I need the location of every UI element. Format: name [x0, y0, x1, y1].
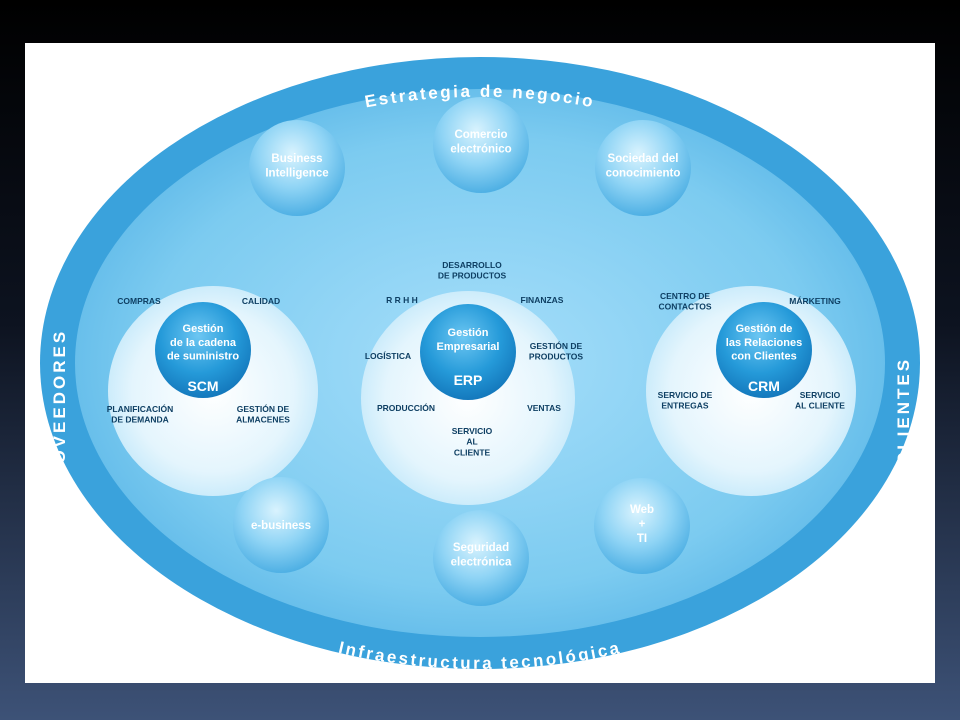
label-comercio-electronico-line: Comercio	[454, 129, 507, 141]
label-scm-almacenes-line: ALMACENES	[236, 415, 290, 425]
slide-canvas: Estrategia de negocio Infraestructura te…	[25, 43, 935, 683]
label-e-business-line: e-business	[251, 520, 311, 532]
label-erp-rrhh: R R H H	[386, 295, 418, 305]
label-business-intelligence-line: Intelligence	[265, 167, 328, 179]
crm-core	[716, 302, 812, 398]
erp-core	[420, 304, 516, 400]
ring-label-right: CLIENTES	[894, 357, 913, 465]
label-web-ti-line: Web	[630, 504, 654, 516]
label-crm-servicio-entregas-line: ENTREGAS	[661, 401, 709, 411]
label-scm-compras-line: COMPRAS	[117, 296, 161, 306]
bubble-sociedad-conocimiento	[595, 120, 691, 216]
label-erp-produccion-line: PRODUCCIÓN	[377, 402, 435, 413]
label-comercio-electronico-line: electrónico	[450, 143, 511, 155]
label-scm-compras: COMPRAS	[117, 296, 161, 306]
label-web-ti: Web + TI	[630, 504, 654, 545]
label-crm-servicio-entregas-line: SERVICIO DE	[658, 390, 713, 400]
bubble-comercio-electronico	[433, 97, 529, 193]
label-erp-logistica-line: LOGÍSTICA	[365, 351, 411, 361]
label-crm-center-line: las Relaciones	[726, 337, 802, 349]
label-erp-servicio-line: SERVICIO	[452, 426, 493, 436]
label-erp-gestion-productos-line: PRODUCTOS	[529, 352, 583, 362]
label-crm-center-line: con Clientes	[731, 351, 796, 363]
label-web-ti-line: +	[639, 518, 646, 530]
label-erp-gestion-productos-line: GESTIÓN DE	[530, 340, 583, 351]
label-erp-servicio-line: AL	[466, 437, 477, 447]
ring-label-left: PROVEEDORES	[50, 329, 69, 493]
label-erp-center-line: Empresarial	[437, 341, 500, 353]
label-crm-center: Gestión de las Relaciones con Clientes	[726, 323, 802, 363]
label-sociedad-conocimiento-line: Sociedad del	[608, 153, 679, 165]
label-scm-center: Gestión de la cadena de suministro	[167, 323, 239, 363]
label-erp-ventas: VENTAS	[527, 403, 561, 413]
label-crm-marketing: MÁRKETING	[789, 296, 841, 306]
label-crm-marketing-line: MÁRKETING	[789, 296, 841, 306]
label-scm-planificacion-line: DE DEMANDA	[111, 415, 169, 425]
label-scm-center-line: de la cadena	[170, 337, 237, 349]
label-erp-rrhh-line: R R H H	[386, 295, 418, 305]
label-sociedad-conocimiento: Sociedad del conocimiento	[606, 153, 681, 179]
label-scm-center-line: de suministro	[167, 351, 239, 363]
label-erp-logistica: LOGÍSTICA	[365, 351, 411, 361]
label-crm-centro-contactos-line: CENTRO DE	[660, 291, 710, 301]
label-crm-servicio-cliente-line: SERVICIO	[800, 390, 841, 400]
label-erp-ventas-line: VENTAS	[527, 403, 561, 413]
label-scm-calidad-line: CALIDAD	[242, 296, 280, 306]
label-erp-desarrollo-line: DE PRODUCTOS	[438, 271, 507, 281]
label-erp-produccion: PRODUCCIÓN	[377, 402, 435, 413]
label-erp-desarrollo-line: DESARROLLO	[442, 260, 502, 270]
label-crm-acronym: CRM	[748, 378, 780, 394]
label-seguridad-electronica-line: Seguridad	[453, 542, 509, 554]
label-business-intelligence-line: Business	[271, 153, 322, 165]
label-comercio-electronico: Comercio electrónico	[450, 129, 511, 155]
label-scm-almacenes-line: GESTIÓN DE	[237, 403, 290, 414]
label-scm-planificacion-line: PLANIFICACIÓN	[107, 403, 174, 414]
label-crm-centro-contactos-line: CONTACTOS	[658, 302, 711, 312]
bubble-business-intelligence	[249, 120, 345, 216]
label-erp-center-line: Gestión	[448, 327, 489, 339]
bubble-e-business	[233, 477, 329, 573]
bubble-seguridad-electronica	[433, 510, 529, 606]
label-web-ti-line: TI	[637, 533, 647, 545]
bubble-web-ti	[594, 478, 690, 574]
label-scm-center-line: Gestión	[183, 323, 224, 335]
label-erp-servicio-line: CLIENTE	[454, 447, 491, 457]
label-erp-finanzas-line: FINANZAS	[521, 295, 564, 305]
label-crm-center-line: Gestión de	[736, 323, 793, 335]
label-seguridad-electronica-line: electrónica	[451, 556, 512, 568]
label-sociedad-conocimiento-line: conocimiento	[606, 167, 681, 179]
label-crm-servicio-cliente-line: AL CLIENTE	[795, 401, 845, 411]
label-scm-calidad: CALIDAD	[242, 296, 280, 306]
label-scm-acronym: SCM	[187, 378, 218, 394]
label-erp-acronym: ERP	[454, 372, 483, 388]
business-systems-diagram: Estrategia de negocio Infraestructura te…	[40, 57, 920, 673]
label-seguridad-electronica: Seguridad electrónica	[451, 542, 512, 568]
scm-core	[155, 302, 251, 398]
label-e-business: e-business	[251, 520, 311, 532]
label-erp-finanzas: FINANZAS	[521, 295, 564, 305]
